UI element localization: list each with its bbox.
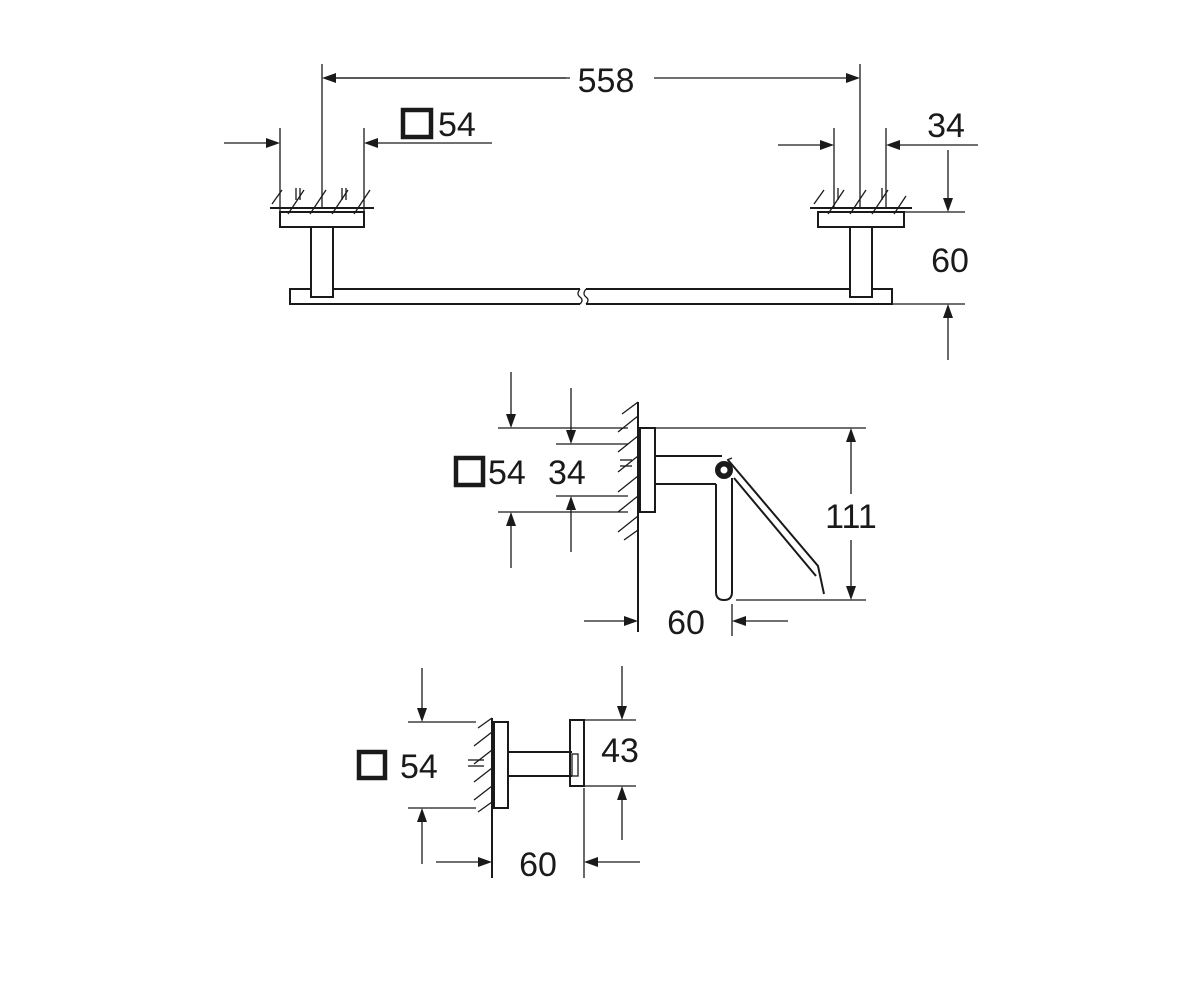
- post-left: [310, 226, 334, 298]
- square-symbol-icon: [400, 107, 434, 140]
- paper-holder-view: 54 34: [453, 372, 877, 642]
- label-60-bottom: 60: [519, 846, 557, 884]
- dim-holder-depth: [556, 388, 628, 552]
- rosette-right: [817, 211, 905, 228]
- wall-hatch-left: [270, 188, 374, 215]
- dim-left-rosette: 54: [224, 106, 492, 214]
- dim-hook-projection: 60: [436, 788, 640, 884]
- wall-hatch-middle: [617, 401, 639, 632]
- dim-hook-height: 43: [584, 666, 639, 840]
- label-558: 558: [578, 62, 635, 100]
- label-34-top: 34: [927, 107, 965, 145]
- label-54-bottom: 54: [400, 748, 438, 786]
- dim-hook-rosette: [408, 668, 476, 864]
- towel-bar-view: 558 54 34: [224, 62, 978, 360]
- bar: [289, 287, 893, 305]
- dim-holder-projection: 60: [584, 604, 788, 642]
- dim-overall-width: 558: [321, 62, 861, 208]
- label-54-top: 54: [438, 106, 476, 144]
- holder-flap: [727, 459, 825, 595]
- square-symbol-icon: [356, 749, 388, 781]
- label-43: 43: [601, 732, 639, 770]
- label-34-middle: 34: [548, 454, 586, 492]
- square-symbol-icon: [453, 455, 486, 488]
- label-111: 111: [825, 498, 877, 536]
- holder-rosette: [639, 427, 656, 513]
- hook-view: 54: [356, 666, 640, 884]
- dim-holder-height: 111: [655, 427, 877, 601]
- rosette-left: [279, 211, 365, 228]
- wall-hatch-right: [810, 188, 912, 215]
- holder-arm: [655, 455, 722, 485]
- label-54-middle: 54: [488, 454, 526, 492]
- hook-head: [569, 719, 585, 787]
- dim-right-rosette: 34: [778, 107, 978, 208]
- label-60-top: 60: [931, 242, 969, 280]
- holder-leg: [715, 478, 733, 602]
- label-60-middle: 60: [667, 604, 705, 642]
- dim-bar-projection: 60: [892, 150, 969, 360]
- wall-hatch-bottom: [468, 717, 493, 878]
- hook-rosette: [493, 721, 509, 809]
- post-right: [849, 226, 873, 298]
- hook-stem: [508, 751, 572, 777]
- dim-holder-rosette: [498, 372, 628, 568]
